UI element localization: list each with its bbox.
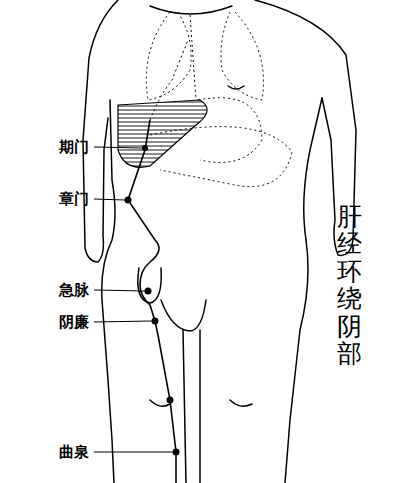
point-label: 期门 (59, 138, 89, 156)
point-label: 阴廉 (59, 313, 89, 331)
point-label: 急脉 (59, 281, 89, 299)
vertical-title: 肝经环绕阴部 (337, 203, 362, 368)
point-label: 章门 (59, 190, 89, 208)
point-label: 曲泉 (59, 443, 89, 461)
